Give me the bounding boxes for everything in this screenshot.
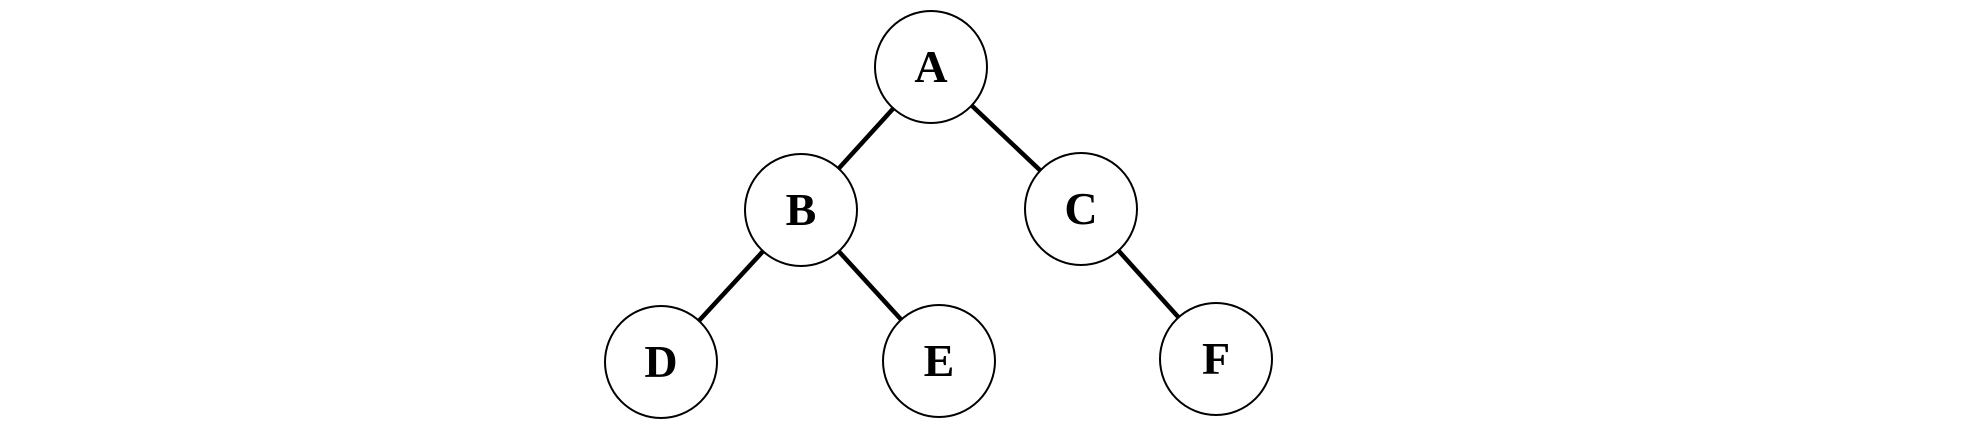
tree-node-circle-E: [882, 304, 996, 418]
tree-node-label-D: D: [644, 336, 677, 387]
tree-node-label-E: E: [924, 335, 955, 386]
tree-node-D: D: [604, 305, 718, 419]
tree-node-A: A: [874, 10, 988, 124]
tree-node-circle-A: [874, 10, 988, 124]
tree-node-circle-F: [1159, 302, 1273, 416]
tree-node-C: C: [1024, 152, 1138, 266]
tree-node-E: E: [882, 304, 996, 418]
tree-node-label-C: C: [1064, 183, 1097, 234]
tree-node-B: B: [744, 153, 858, 267]
tree-node-circle-D: [604, 305, 718, 419]
tree-node-F: F: [1159, 302, 1273, 416]
tree-node-label-F: F: [1202, 333, 1230, 384]
tree-node-label-A: A: [914, 41, 947, 92]
tree-node-circle-B: [744, 153, 858, 267]
tree-node-circle-C: [1024, 152, 1138, 266]
tree-node-label-B: B: [786, 184, 817, 235]
